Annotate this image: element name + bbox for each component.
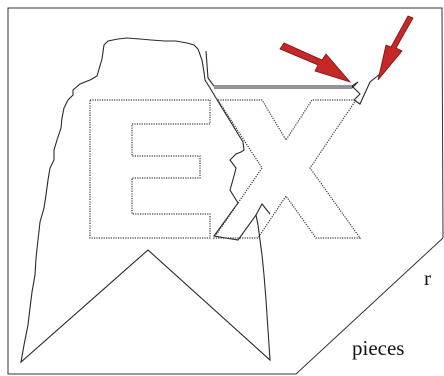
x-base-notch [256,204,270,215]
arrow-left [280,43,350,82]
arrow-right [378,16,413,80]
page-frame [8,8,443,374]
label-pieces: pieces [352,338,404,359]
label-r: r [424,268,431,289]
notch-line [352,74,380,104]
cutout-outline [21,38,270,362]
letter-e-outline [90,100,210,238]
